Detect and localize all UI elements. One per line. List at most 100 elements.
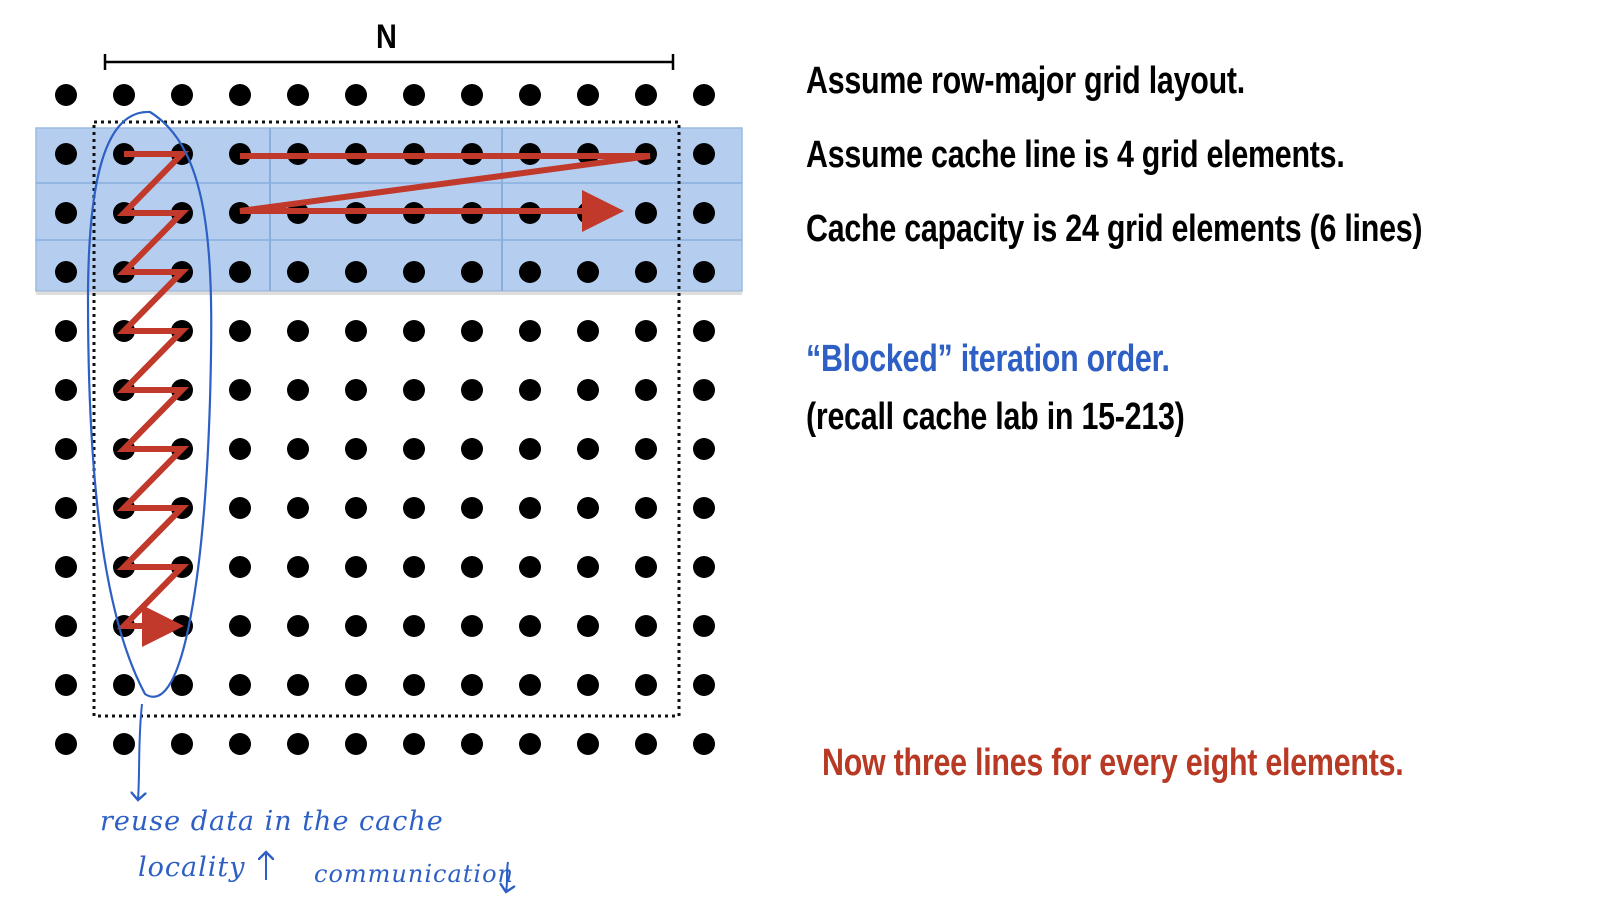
grid-dot (345, 261, 367, 283)
grid-dot (635, 497, 657, 519)
grid-dot (693, 497, 715, 519)
conclusion-note: Now three lines for every eight elements… (822, 742, 1404, 784)
grid-dot (693, 733, 715, 755)
blocked-zigzag-traversal-arrow (116, 151, 190, 647)
grid-dot (345, 615, 367, 637)
grid-dot (577, 733, 599, 755)
grid-dot (693, 556, 715, 578)
grid-dot (635, 733, 657, 755)
grid-dot (461, 615, 483, 637)
grid-dot (577, 556, 599, 578)
grid-dot (113, 733, 135, 755)
grid-dot (635, 674, 657, 696)
grid-dot (345, 320, 367, 342)
grid-dot (403, 615, 425, 637)
grid-dot (287, 674, 309, 696)
grid-dot (55, 733, 77, 755)
grid-dot (287, 84, 309, 106)
grid-dot (519, 615, 541, 637)
grid-dot (461, 497, 483, 519)
recall-note: (recall cache lab in 15-213) (806, 396, 1185, 438)
grid-dot (287, 379, 309, 401)
communication-down-arrow (506, 861, 508, 892)
grid-dot (519, 84, 541, 106)
reuse-ellipse (86, 110, 213, 698)
grid-dot (519, 261, 541, 283)
grid-dot (55, 320, 77, 342)
grid-dot (345, 733, 367, 755)
grid-dot (693, 143, 715, 165)
grid-dot (519, 320, 541, 342)
grid-dot (577, 674, 599, 696)
dimension-label-n: N (376, 18, 397, 56)
row-major-traversal-arrow (239, 153, 651, 232)
block-boundary (92, 120, 681, 718)
grid-dot (287, 261, 309, 283)
grid-dot (693, 202, 715, 224)
grid-dot (55, 556, 77, 578)
grid-dot (229, 615, 251, 637)
grid-dot (635, 84, 657, 106)
grid-dot (519, 674, 541, 696)
grid-dot (345, 556, 367, 578)
grid-dot (635, 379, 657, 401)
grid-dot (229, 556, 251, 578)
grid-dot (287, 556, 309, 578)
grid-dot (345, 84, 367, 106)
grid-dot (461, 556, 483, 578)
grid-dot (345, 497, 367, 519)
grid-dot (287, 615, 309, 637)
grid-dot (403, 438, 425, 460)
grid-dot (403, 674, 425, 696)
grid-dot (345, 379, 367, 401)
grid-dot (229, 438, 251, 460)
grid-dot (577, 261, 599, 283)
n-dimension-bracket (103, 54, 675, 70)
grid-dot (577, 615, 599, 637)
handwritten-reuse-note: reuse data in the cache (100, 806, 444, 837)
handwritten-communication: communication (314, 860, 514, 888)
grid-dot (635, 261, 657, 283)
grid-dot (55, 84, 77, 106)
grid-dot (403, 556, 425, 578)
grid-dot (287, 320, 309, 342)
grid-dot (403, 320, 425, 342)
grid-dot (461, 84, 483, 106)
grid-dot (229, 497, 251, 519)
grid-dot (693, 84, 715, 106)
grid-dot (113, 674, 135, 696)
grid-dot (55, 379, 77, 401)
grid-dot (577, 379, 599, 401)
grid-dot (519, 438, 541, 460)
grid-dot (287, 497, 309, 519)
grid-dot (403, 261, 425, 283)
grid-dot (403, 379, 425, 401)
assumption-row-major: Assume row-major grid layout. (806, 60, 1245, 102)
grid-dot (693, 261, 715, 283)
grid-dot (229, 674, 251, 696)
grid-dot (577, 84, 599, 106)
grid-dot (635, 615, 657, 637)
grid-dots (55, 84, 715, 755)
grid-dot (55, 438, 77, 460)
grid-dot (461, 320, 483, 342)
grid-dot (229, 733, 251, 755)
grid-dot (55, 202, 77, 224)
grid-dot (693, 674, 715, 696)
grid-dot (519, 379, 541, 401)
grid-dot (55, 261, 77, 283)
grid-dot (403, 497, 425, 519)
grid-dot (577, 497, 599, 519)
grid-dot (287, 733, 309, 755)
grid-dot (461, 261, 483, 283)
assumption-cache-capacity: Cache capacity is 24 grid elements (6 li… (806, 208, 1423, 250)
grid-dot (55, 497, 77, 519)
grid-dot (519, 733, 541, 755)
grid-dot (345, 438, 367, 460)
grid-dot (55, 615, 77, 637)
grid-dot (693, 615, 715, 637)
grid-dot (171, 733, 193, 755)
grid-dot (693, 379, 715, 401)
grid-dot (461, 438, 483, 460)
